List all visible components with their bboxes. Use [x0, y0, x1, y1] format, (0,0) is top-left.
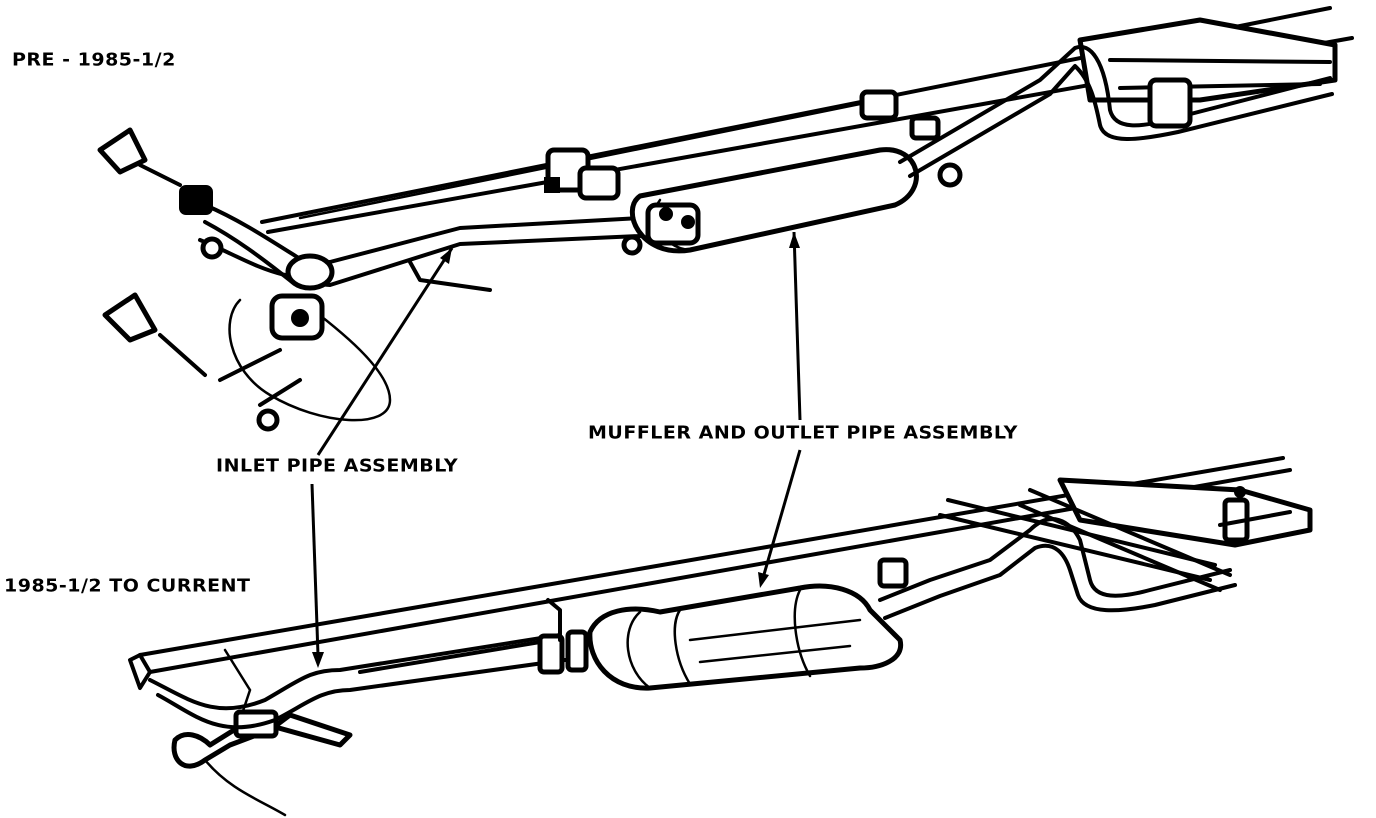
pre-1985-assembly: [97, 6, 1354, 456]
bottom-inlet-pipe: [148, 629, 589, 730]
top-frame-rail: [260, 6, 1354, 234]
current-label: 1985-1/2 TO CURRENT: [4, 576, 251, 597]
inlet-pipe-label: INLET PIPE ASSEMBLY: [216, 456, 459, 477]
top-inlet-pipe: [198, 203, 642, 422]
top-hangers: [408, 89, 963, 292]
top-manifold-flanges: [97, 127, 325, 432]
top-leaders: [316, 231, 802, 456]
top-muffler: [621, 147, 919, 256]
bottom-outlet-pipe: [877, 486, 1292, 620]
top-outlet-pipe: [898, 44, 1334, 178]
muffler-assembly-label: MUFFLER AND OUTLET PIPE ASSEMBLY: [588, 423, 1018, 444]
bottom-front-mount: [171, 648, 353, 817]
current-assembly: [128, 449, 1313, 817]
bottom-leaders: [310, 449, 802, 668]
pre-1985-label: PRE - 1985-1/2: [12, 50, 176, 71]
bottom-muffler: [546, 583, 904, 691]
